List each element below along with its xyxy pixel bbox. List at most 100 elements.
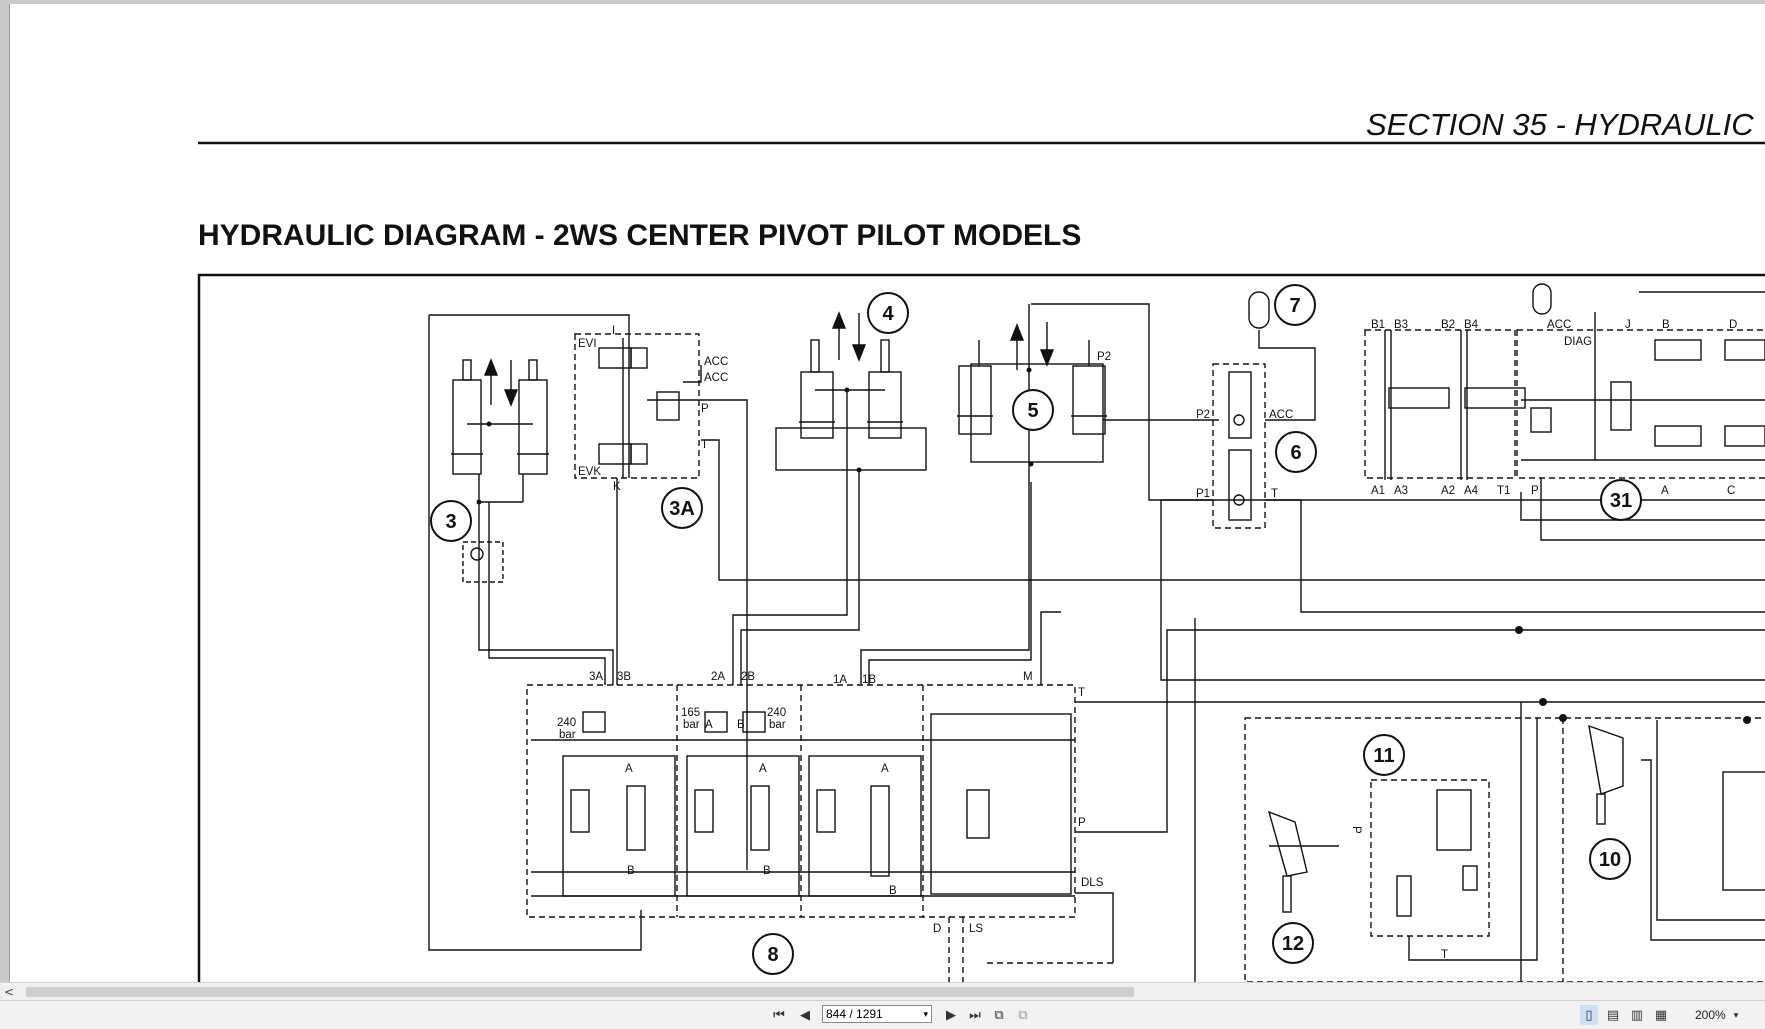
label-a2: A2: [1441, 485, 1455, 497]
label-v1-a: A: [881, 763, 889, 775]
section-header: SECTION 35 - HYDRAULIC: [1366, 107, 1754, 142]
component-callouts: [430, 284, 1642, 975]
label-v3-a: A: [625, 763, 633, 775]
callout-5: 5: [1027, 400, 1038, 422]
relief-bar-b: bar: [683, 719, 700, 731]
relief-bar-a: bar: [559, 729, 576, 741]
relief-bar-c: bar: [769, 719, 786, 731]
label-port-2a: 2A: [711, 671, 725, 683]
page-number-value: 844 / 1291: [826, 1007, 883, 1021]
label-port-3b: 3B: [617, 671, 631, 683]
zoom-dropdown-icon[interactable]: ▾: [1733, 1009, 1739, 1020]
label-port-3a: 3A: [589, 671, 603, 683]
label-v3-b: B: [627, 865, 635, 877]
label-5-p2: P2: [1097, 351, 1111, 363]
label-3a-p: P: [701, 403, 709, 415]
label-a4: A4: [1464, 485, 1479, 497]
callout-7: 7: [1289, 295, 1300, 317]
label-6-p2: P2: [1196, 409, 1210, 421]
label-31-b: B: [1662, 319, 1670, 331]
zoom-control[interactable]: 200% ▾: [1695, 1005, 1738, 1025]
horizontal-scrollbar[interactable]: <: [0, 982, 1765, 1001]
label-port-ls: LS: [969, 923, 983, 935]
label-31-a: A: [1661, 485, 1669, 497]
label-port-dls: DLS: [1081, 877, 1104, 889]
scroll-left-button[interactable]: <: [3, 985, 15, 999]
callout-numbers: 3 3A 4 5 6 7 8 10 11 12 31: [445, 295, 1632, 966]
label-j: J: [1625, 319, 1631, 331]
hydraulic-lines: [428, 283, 1765, 982]
label-v2-b: B: [763, 865, 771, 877]
callout-3: 3: [445, 511, 456, 533]
label-port-1a: 1A: [833, 674, 847, 686]
callout-3a: 3A: [669, 498, 695, 520]
label-31-p: P: [1531, 485, 1539, 497]
hydraulic-diagram: SECTION 35 - HYDRAULIC HYDRAULIC DIAGRAM…: [197, 107, 1765, 982]
viewer-toolbar: ⏮ ◀ 844 / 1291 ▾ ▶ ⏭ ⧉ ⧉ ▯ ▤ ▥ ▦ 200% ▾: [0, 1000, 1765, 1029]
label-k: K: [613, 481, 621, 493]
label-a3: A3: [1394, 485, 1408, 497]
label-v2-relief-a: A: [705, 719, 713, 731]
label-t1: T1: [1497, 485, 1510, 497]
continuous-facing-icon[interactable]: ▦: [1654, 1007, 1668, 1023]
label-b1: B1: [1371, 319, 1385, 331]
scrollbar-thumb[interactable]: [26, 987, 1134, 997]
label-3a-t: T: [701, 439, 708, 451]
label-v1-b: B: [889, 885, 897, 897]
label-acc-1: ACC: [704, 356, 728, 368]
last-page-icon[interactable]: ⏭: [969, 1007, 981, 1023]
label-6-acc: ACC: [1269, 409, 1293, 421]
label-evk: EVK: [578, 466, 601, 478]
label-b4: B4: [1464, 319, 1479, 331]
relief-240-a: 240: [557, 717, 576, 729]
label-port-2b: 2B: [741, 671, 755, 683]
callout-12: 12: [1282, 933, 1304, 955]
label-port-m: M: [1023, 671, 1033, 683]
zoom-value: 200%: [1695, 1008, 1726, 1022]
label-port-p: P: [1078, 817, 1086, 829]
label-31-c: C: [1727, 485, 1735, 497]
document-page: SECTION 35 - HYDRAULIC HYDRAULIC DIAGRAM…: [9, 4, 1765, 982]
back-view-icon[interactable]: ⧉: [994, 1007, 1004, 1023]
label-6-p1: P1: [1196, 488, 1210, 500]
relief-165: 165: [681, 707, 700, 719]
callout-4: 4: [882, 303, 894, 325]
port-labels: EVI I ACC ACC P T EVK K P2 ACC P1 T P2 B…: [557, 319, 1737, 961]
continuous-page-icon[interactable]: ▤: [1606, 1007, 1620, 1023]
callout-10: 10: [1599, 849, 1621, 871]
label-a1: A1: [1371, 485, 1385, 497]
forward-view-icon[interactable]: ⧉: [1018, 1007, 1028, 1023]
label-port-1b: 1B: [862, 674, 876, 686]
label-port-d: D: [933, 923, 941, 935]
label-i: I: [612, 325, 615, 337]
label-evi: EVI: [578, 338, 597, 350]
callout-31: 31: [1610, 490, 1632, 512]
label-6-t: T: [1271, 488, 1278, 500]
label-v2-a: A: [759, 763, 767, 775]
label-b2: B2: [1441, 319, 1455, 331]
label-b3: B3: [1394, 319, 1408, 331]
label-v2-relief-b: B: [737, 719, 745, 731]
label-11-p: P: [1350, 826, 1362, 834]
next-page-icon[interactable]: ▶: [946, 1007, 956, 1023]
facing-pages-icon[interactable]: ▥: [1630, 1007, 1644, 1023]
label-11-t: T: [1441, 949, 1448, 961]
label-31-acc: ACC: [1547, 319, 1571, 331]
callout-11: 11: [1373, 745, 1394, 767]
page-title: HYDRAULIC DIAGRAM - 2WS CENTER PIVOT PIL…: [198, 219, 1081, 252]
label-diag: DIAG: [1564, 336, 1592, 348]
junction-dots: [476, 367, 1751, 724]
page-number-field[interactable]: 844 / 1291 ▾: [822, 1005, 932, 1023]
single-page-icon[interactable]: ▯: [1580, 1005, 1598, 1025]
label-acc-2: ACC: [704, 372, 728, 384]
first-page-icon[interactable]: ⏮: [773, 1007, 785, 1023]
diagram-frame: [197, 273, 1765, 982]
page-dropdown-icon[interactable]: ▾: [923, 1008, 928, 1019]
callout-6: 6: [1290, 442, 1301, 464]
callout-8: 8: [767, 944, 778, 966]
previous-page-icon[interactable]: ◀: [800, 1007, 810, 1023]
relief-240-b: 240: [767, 707, 786, 719]
label-port-t: T: [1078, 687, 1085, 699]
label-31-d: D: [1729, 319, 1737, 331]
